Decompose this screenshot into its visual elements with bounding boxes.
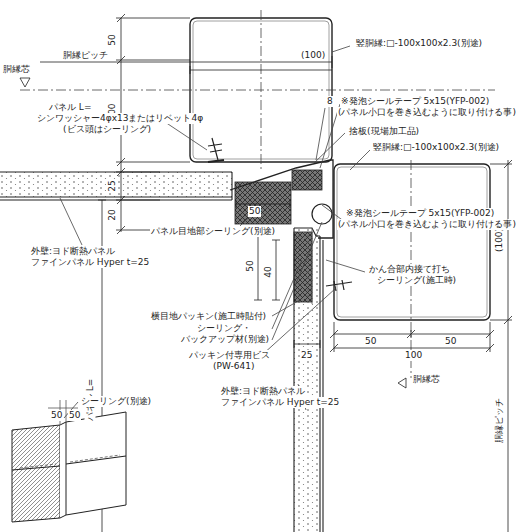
note-label: 胴縁ピッチ (494, 397, 505, 444)
note-label: 横目地パッキン(施工時貼付) (150, 311, 267, 322)
note-label: ※発泡シールテープ 5x15(YFP-002) (345, 208, 495, 219)
note-label: (パネル小口を巻き込むように取り付ける事) (337, 107, 517, 118)
dimension-label: 50 (248, 206, 261, 217)
note-label: 胴縁芯 (412, 374, 441, 385)
dimension-label: 100 (404, 350, 423, 361)
note-label: シーリング(施工時) (376, 275, 457, 286)
note-label: (ビス頭はシーリング) (62, 124, 152, 135)
note-label: 竪胴縁:□-100x100x2.3(別途) (372, 142, 500, 153)
dimension-label: 50 (245, 259, 256, 272)
note-label: パネル目地部シーリング(別途) (150, 226, 276, 237)
dimension-label: 40 (263, 265, 274, 278)
dimension-label: 50 (364, 336, 377, 347)
note-label: 竪胴縁:□-100x100x2.3(別途) (355, 38, 483, 49)
note-label: 外壁:ヨド断熱パネル (220, 386, 306, 397)
dimension-label: 50 (68, 410, 81, 421)
dimension-label: 8 (326, 96, 334, 107)
note-label: パッキン付専用ビス (188, 350, 271, 361)
dimension-label: 25 (107, 179, 118, 192)
note-label: 捨板(現場加工品) (348, 126, 420, 137)
note-label: かん合部内接て打ち (368, 264, 451, 275)
dimension-label: 20 (107, 208, 118, 221)
dimension-label: 50 (107, 33, 118, 46)
dimension-label: 50 (50, 410, 63, 421)
note-label: ファインパネル Hyper t=25 (220, 397, 340, 408)
note-label: 胴縁芯 (2, 64, 31, 75)
dimension-label: (100) (300, 50, 326, 61)
note-label: パネル L= (48, 102, 92, 113)
dimension-label: (100) (494, 227, 505, 253)
note-label: ファインパネル Hyper t=25 (30, 257, 150, 268)
note-label: 外壁:ヨド断熱パネル (30, 246, 116, 257)
note-label: (PW-641) (212, 361, 255, 372)
note-label: ※発泡シールテープ 5x15(YFP-002) (340, 96, 490, 107)
note-label: 胴縁ピッチ (62, 50, 109, 61)
note-label: シーリング(別途) (80, 396, 152, 407)
dimension-label: 25 (300, 350, 313, 361)
note-label: (パネル小口を巻き込むように取り付ける事) (337, 219, 517, 230)
furring-lower (334, 164, 490, 320)
dimension-label: 50 (444, 336, 457, 347)
note-label: バックアップ材(別途) (180, 334, 270, 345)
note-label: シーリング・ (196, 323, 252, 334)
note-label: シンワッシャー4φx13またはリベット4φ (36, 113, 204, 124)
